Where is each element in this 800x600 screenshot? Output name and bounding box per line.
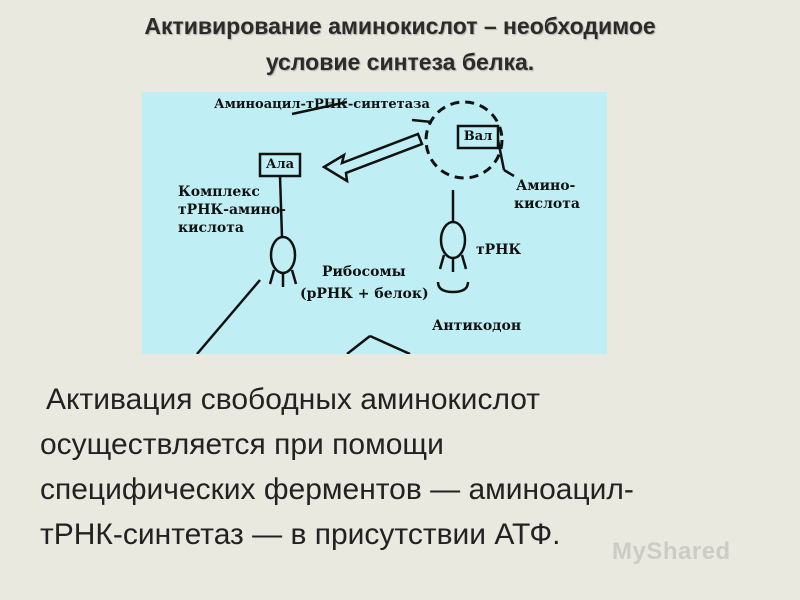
ribosomes-label-line-1: Рибосомы — [322, 264, 406, 280]
trna-left-stem — [278, 175, 284, 238]
enzyme-leader-line — [291, 100, 348, 116]
trna-right-leg-3 — [460, 254, 468, 270]
val-box — [456, 124, 500, 150]
diagram-drawing — [196, 100, 515, 354]
trna-label: тРНК — [476, 242, 522, 258]
body-line-1: Активация свободных аминокислот — [46, 383, 541, 416]
complex-label-line-3: кислота — [178, 220, 244, 236]
trna-right-leg-1 — [438, 254, 446, 270]
ribosomes-label-line-2: (рРНК + белок) — [300, 286, 429, 302]
enzyme-dashed-circle — [424, 100, 504, 180]
trna-left-loop — [269, 235, 297, 275]
transfer-arrow — [321, 132, 424, 184]
body-line-3: специфических ферментов — аминоацил- — [40, 473, 634, 506]
enzyme-leader-line-2 — [411, 118, 433, 124]
body-line-4: тРНК-синтетаз — в присутствии АТФ. — [40, 518, 561, 551]
trna-left-leg-1 — [268, 269, 276, 285]
title-line-2: условие синтеза белка. — [265, 49, 535, 75]
ribosome-line-right — [369, 334, 411, 354]
ribosome-line-left — [196, 279, 261, 354]
amino-acid-activation-diagram: Аминоацил-тРНК-синтетаза Ала Вал Комплек… — [142, 92, 607, 354]
ala-label: Ала — [265, 157, 295, 172]
amino-acid-leader-2 — [503, 168, 515, 178]
title-line-1: Активирование аминокислот – необходимое — [144, 13, 656, 39]
trna-left-leg-3 — [290, 269, 298, 285]
anticodon-label: Антикодон — [432, 318, 522, 334]
watermark-logo: MyShared — [612, 538, 731, 565]
body-line-2: осуществляется при помощи — [40, 428, 444, 461]
anticodon-brace — [436, 281, 470, 294]
amino-acid-label-line-1: Амино- — [516, 178, 576, 194]
slide-title: Активирование аминокислот – необходимое … — [40, 8, 760, 80]
complex-label-line-1: Комплекс — [178, 184, 260, 200]
ribosome-line-mid — [346, 335, 371, 354]
amino-acid-leader — [496, 139, 506, 171]
complex-label-line-2: тРНК-амино- — [178, 202, 286, 218]
trna-right-loop — [439, 220, 467, 260]
val-label: Вал — [463, 129, 493, 144]
body-text: Активация свободных аминокислот осуществ… — [40, 377, 770, 557]
enzyme-label: Аминоацил-тРНК-синтетаза — [214, 97, 430, 112]
amino-acid-label-line-2: кислота — [514, 196, 580, 212]
